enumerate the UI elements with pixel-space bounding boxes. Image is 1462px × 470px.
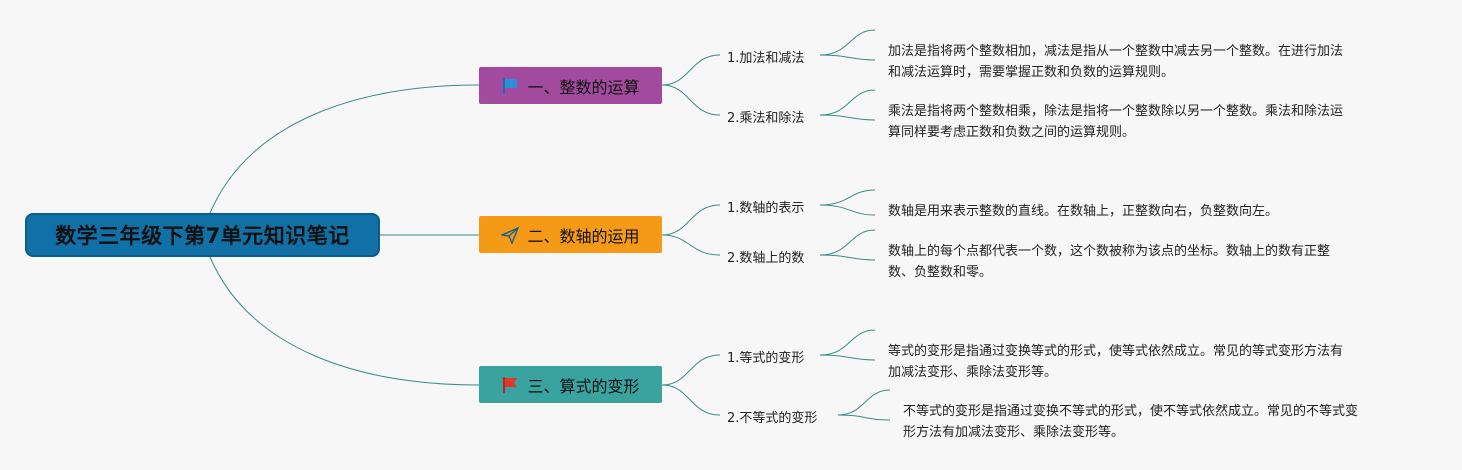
desc-line: 形方法有加减法变形、乘除法变形等。 [903, 425, 1125, 440]
desc-line: 加法是指将两个整数相加，减法是指从一个整数中减去另一个整数。在进行加法 [888, 44, 1344, 59]
leaf-numbers-on-line[interactable]: 2.数轴上的数 [727, 247, 804, 266]
desc-line: 算同样要考虑正数和负数之间的运算规则。 [888, 125, 1136, 140]
desc-line: 乘法是指将两个整数相乘，除法是指将一个整数除以另一个整数。乘法和除法运 [888, 104, 1344, 119]
branch-expression-transform[interactable]: 三、算式的变形 [479, 366, 662, 403]
leaf-multiply-divide[interactable]: 2.乘法和除法 [727, 107, 804, 126]
leaf-label: 1.等式的变形 [727, 351, 805, 366]
leaf-equation-transform[interactable]: 1.等式的变形 [727, 347, 804, 366]
desc-line: 数轴上的每个点都代表一个数，这个数被称为该点的坐标。数轴上的数有正整 [888, 244, 1331, 259]
desc-line: 加减法变形、乘除法变形等。 [888, 365, 1058, 380]
desc-inequality-transform: 不等式的变形是指通过变换不等式的形式，使不等式依然成立。常见的不等式变 形方法有… [903, 401, 1413, 443]
leaf-label: 2.不等式的变形 [727, 411, 818, 426]
leaf-label: 1.数轴的表示 [727, 201, 805, 216]
desc-line: 等式的变形是指通过变换等式的形式，使等式依然成立。常见的等式变形方法有 [888, 344, 1344, 359]
desc-numbers-on-line: 数轴上的每个点都代表一个数，这个数被称为该点的坐标。数轴上的数有正整 数、负整数… [888, 241, 1398, 283]
branch-integer-operations[interactable]: 一、整数的运算 [479, 67, 662, 104]
branch-title: 三、算式的变形 [527, 376, 640, 396]
desc-equation-transform: 等式的变形是指通过变换等式的形式，使等式依然成立。常见的等式变形方法有 加减法变… [888, 341, 1398, 383]
leaf-label: 2.乘法和除法 [727, 111, 805, 126]
desc-line: 不等式的变形是指通过变换不等式的形式，使不等式依然成立。常见的不等式变 [903, 404, 1359, 419]
branch-title: 二、数轴的运用 [527, 226, 640, 246]
desc-line: 数轴是用来表示整数的直线。在数轴上，正整数向右，负整数向左。 [888, 204, 1279, 219]
leaf-label: 1.加法和减法 [727, 51, 805, 66]
root-title: 数学三年级下第7单元知识笔记 [55, 224, 350, 248]
red-flag-icon [503, 376, 518, 393]
blue-flag-icon [503, 77, 518, 94]
leaf-number-line-representation[interactable]: 1.数轴的表示 [727, 197, 804, 216]
leaf-add-subtract[interactable]: 1.加法和减法 [727, 47, 804, 66]
leaf-inequality-transform[interactable]: 2.不等式的变形 [727, 407, 817, 426]
leaf-label: 2.数轴上的数 [727, 251, 805, 266]
desc-number-line-representation: 数轴是用来表示整数的直线。在数轴上，正整数向右，负整数向左。 [888, 201, 1398, 222]
desc-line: 数、负整数和零。 [888, 265, 993, 280]
desc-line: 和减法运算时，需要掌握正数和负数的运算规则。 [888, 65, 1175, 80]
paper-plane-icon [501, 226, 520, 244]
desc-add-subtract: 加法是指将两个整数相加，减法是指从一个整数中减去另一个整数。在进行加法 和减法运… [888, 41, 1398, 83]
branch-title: 一、整数的运算 [527, 77, 640, 97]
desc-multiply-divide: 乘法是指将两个整数相乘，除法是指将一个整数除以另一个整数。乘法和除法运 算同样要… [888, 101, 1398, 143]
root-topic[interactable]: 数学三年级下第7单元知识笔记 [25, 213, 380, 257]
branch-number-line[interactable]: 二、数轴的运用 [479, 216, 662, 253]
